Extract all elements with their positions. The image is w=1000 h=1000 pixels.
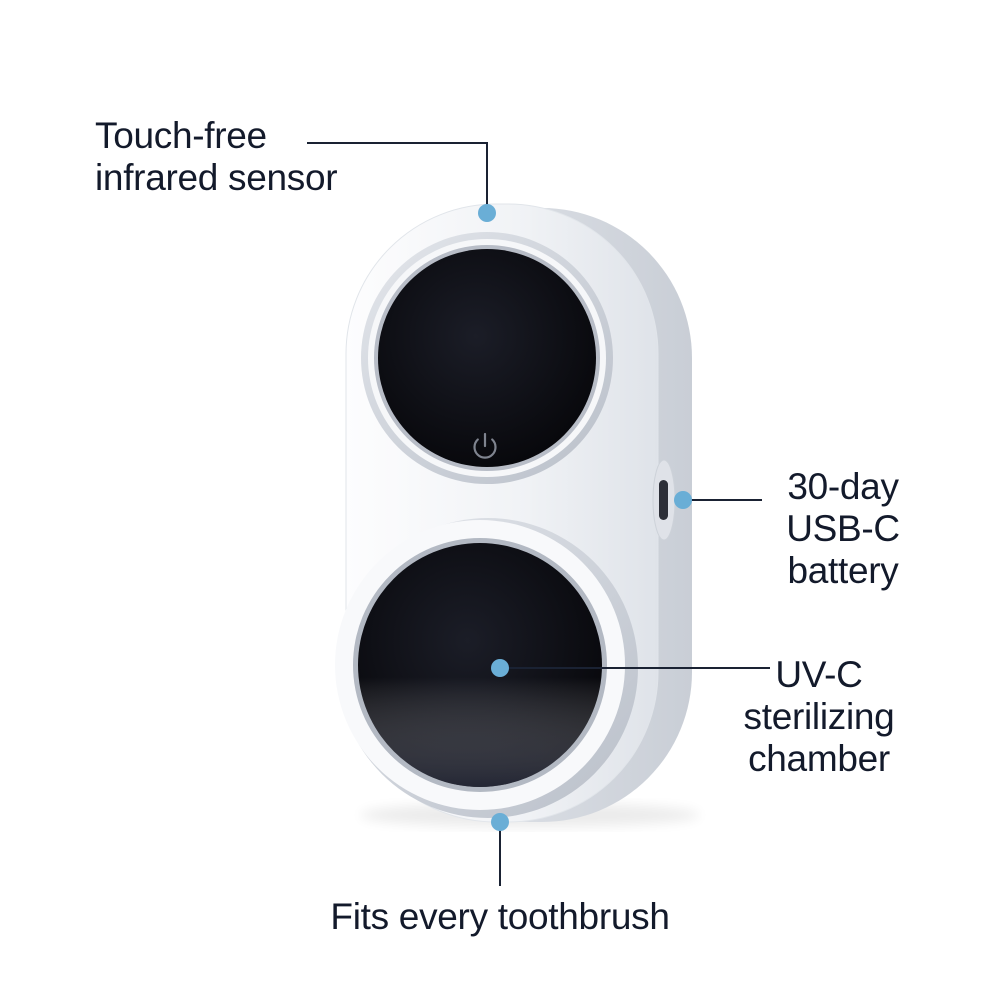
sensor-lens (378, 249, 596, 467)
callout-label-battery-line-1: 30-day (787, 466, 899, 507)
callout-label-chamber-line-2: sterilizing (743, 696, 895, 737)
callout-label-chamber-line-3: chamber (748, 738, 890, 779)
callout-label-battery: 30-day USB-C battery (760, 466, 926, 592)
callout-line-sensor (307, 142, 488, 213)
callout-label-fits-text: Fits every toothbrush (330, 896, 670, 937)
callout-label-sensor-line-1: Touch-free (95, 115, 267, 156)
callout-dot-chamber (491, 659, 509, 677)
callout-dot-sensor (478, 204, 496, 222)
callout-dot-fits (491, 813, 509, 831)
callout-label-sensor-line-2: infrared sensor (95, 157, 338, 198)
callout-label-chamber: UV-C sterilizing chamber (714, 654, 924, 780)
callout-label-fits: Fits every toothbrush (0, 896, 1000, 938)
callout-dot-battery (674, 491, 692, 509)
callout-label-sensor: Touch-free infrared sensor (95, 115, 338, 199)
callout-label-chamber-line-1: UV-C (775, 654, 863, 695)
usb-c-port-icon (652, 459, 676, 541)
callout-label-battery-line-2: USB-C (786, 508, 900, 549)
power-icon (473, 432, 497, 459)
callout-label-battery-line-3: battery (787, 550, 899, 591)
